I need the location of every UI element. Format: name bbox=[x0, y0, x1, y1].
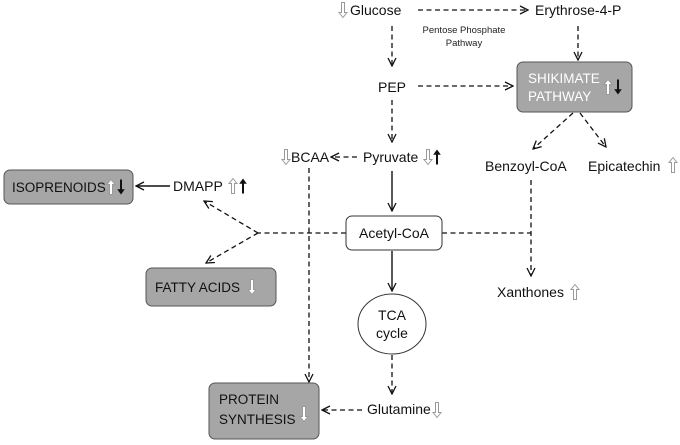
arrow-shikimate-to-epicatechin bbox=[579, 112, 606, 147]
dmapp-up-black-arrow-icon bbox=[239, 178, 247, 194]
benzoyl-coa-label: Benzoyl-CoA bbox=[485, 158, 567, 174]
erythrose-label: Erythrose-4-P bbox=[535, 2, 621, 18]
xanthones-up-arrow-icon bbox=[570, 284, 580, 300]
arrow-branch-to-fatty-acids bbox=[206, 232, 259, 263]
fatty-acids-label: FATTY ACIDS bbox=[155, 280, 240, 295]
arrow-branch-to-dmapp bbox=[204, 201, 259, 234]
tca-label-line1: TCA bbox=[378, 307, 407, 323]
glutamine-label: Glutamine bbox=[367, 401, 431, 417]
tca-cycle-ellipse bbox=[357, 293, 427, 355]
pentose-label-line1: Pentose Phosphate bbox=[423, 25, 506, 36]
bcaa-label: BCAA bbox=[291, 149, 330, 165]
xanthones-label: Xanthones bbox=[497, 284, 564, 300]
shikimate-label-line2: PATHWAY bbox=[528, 89, 591, 104]
protein-synthesis-box bbox=[208, 382, 320, 440]
fatty-acids-box bbox=[145, 267, 277, 307]
glutamine-down-arrow-icon bbox=[432, 402, 442, 418]
connectors bbox=[136, 10, 606, 410]
shikimate-box bbox=[516, 61, 633, 113]
shikimate-label-line1: SHIKIMATE bbox=[528, 71, 600, 86]
dmapp-up-arrow-icon bbox=[228, 178, 238, 194]
isoprenoids-label: ISOPRENOIDS bbox=[12, 180, 106, 195]
tca-label-line2: cycle bbox=[376, 325, 408, 341]
acetyl-coa-label: Acetyl-CoA bbox=[359, 225, 430, 241]
pep-label: PEP bbox=[378, 79, 406, 95]
pentose-label-line2: Pathway bbox=[446, 38, 483, 49]
protein-label-line2: SYNTHESIS bbox=[219, 412, 296, 427]
acetyl-coa-box bbox=[345, 215, 443, 251]
isoprenoids-box bbox=[3, 169, 134, 205]
glucose-label: Glucose bbox=[350, 2, 402, 18]
epicatechin-label: Epicatechin bbox=[588, 158, 660, 174]
epicatechin-up-arrow-icon bbox=[668, 157, 678, 173]
pyruvate-down-arrow-icon bbox=[423, 149, 433, 165]
glucose-down-arrow-icon bbox=[338, 2, 348, 18]
protein-label-line1: PROTEIN bbox=[219, 392, 279, 407]
bcaa-down-arrow-icon bbox=[281, 149, 291, 165]
dmapp-label: DMAPP bbox=[173, 178, 223, 194]
pyruvate-up-arrow-icon bbox=[433, 149, 441, 165]
arrow-shikimate-to-benzoyl bbox=[533, 112, 574, 149]
pyruvate-label: Pyruvate bbox=[363, 149, 418, 165]
